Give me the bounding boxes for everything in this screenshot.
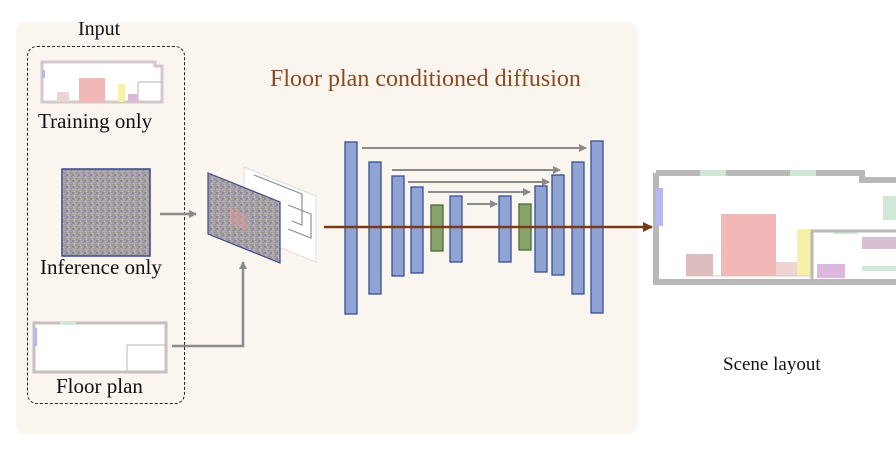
skip-connections [362,144,587,208]
furniture-wardrobe [797,229,812,276]
training-furniture-bed [79,78,105,102]
scene-layout-output [653,170,896,285]
unet-block-5 [449,195,463,263]
input-floorplan-thumbnail [32,321,168,374]
furniture-nightstand [686,254,713,276]
inference-only-label: Inference only [40,255,162,279]
door-top-left [700,170,726,176]
diagram-title: Floor plan conditioned diffusion [270,66,581,92]
floorplan-condition-arrow [172,261,247,348]
unet-block-9 [551,174,565,276]
input-dashed-box [27,46,185,404]
furniture-desk [817,264,845,278]
training-floorplan-thumbnail [40,60,164,104]
floor-plan-label: Floor plan [56,374,143,398]
window-left [656,188,663,226]
input-label: Input [78,18,121,40]
scene-layout-label: Scene layout [723,354,821,375]
stacked-input [207,166,317,264]
door-top-right [790,170,816,176]
noise-image [61,168,151,257]
training-only-label: Training only [38,109,153,133]
furniture-bed [721,214,776,276]
unet-block-3 [410,186,424,274]
unet-block-8 [534,185,548,273]
unet-block-6 [498,195,512,263]
door-right [883,196,896,220]
